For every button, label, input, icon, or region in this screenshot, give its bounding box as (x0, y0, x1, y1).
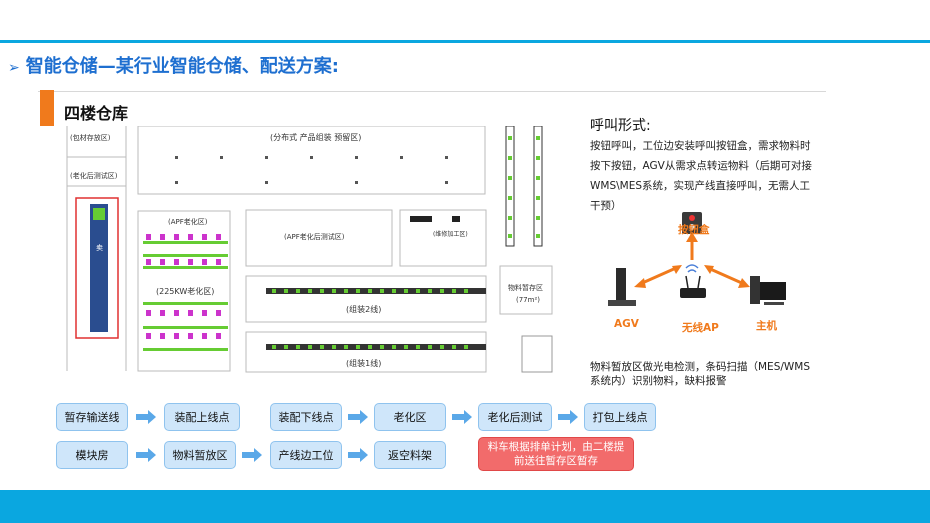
section-title: 四楼仓库 (64, 104, 129, 123)
zone-material-label: (包材存放区) (70, 133, 111, 142)
flow-note-line2: 前送往暂存区暂存 (514, 455, 598, 467)
zone-aging-test-left-label: (老化后测试区) (70, 171, 118, 180)
call-description: 按钮呼叫，工位边安装呼叫按钮盒，需求物料时按下按钮，AGV从需求点转运物料（后期… (590, 140, 812, 212)
flow-step-aging-test: 老化后测试 (478, 403, 552, 431)
bottom-band (0, 490, 930, 523)
flow-arrow-icon (558, 410, 578, 424)
device-host-label: 主机 (756, 320, 777, 332)
flow-step-module-room: 模块房 (56, 441, 128, 469)
zone-area-label: (77m²) (516, 296, 540, 304)
zone-apf-test-label: (APF老化后测试区) (284, 232, 345, 241)
flow-step-temp-conveyor: 暂存输送线 (56, 403, 128, 431)
zone-225kw-label: (225KW老化区) (156, 286, 214, 296)
slide-title: ➢ 智能仓储—某行业智能仓储、配送方案: (8, 52, 339, 78)
flow-note-line1: 料车根据排单计划，由二楼提 (487, 441, 625, 453)
title-underline (38, 91, 826, 92)
floor-plan: (包材存放区) (老化后测试区) 卖 (分布式 产品组装 预留区) (APF老化… (40, 126, 580, 376)
zone-material-temp-label: 物料暂存区 (508, 283, 543, 292)
detection-note: 物料暂放区做光电检测，条码扫描（MES/WMS系统内）识别物料，缺料报警 (590, 361, 811, 387)
device-button-box-label: 按钮盒 (678, 224, 710, 236)
bullet-arrow-icon: ➢ (8, 60, 20, 76)
line1-label: (组装1线) (346, 358, 381, 368)
line2-label: (组装2线) (346, 304, 381, 314)
top-rule (0, 40, 930, 43)
flow-step-return-rack: 返空料架 (374, 441, 446, 469)
wireless-ap-icon (680, 264, 706, 298)
flow-step-packing: 打包上线点 (584, 403, 656, 431)
zone-rework-label: (维修加工区) (433, 230, 468, 238)
floor-plan-drawing: (包材存放区) (老化后测试区) 卖 (分布式 产品组装 预留区) (APF老化… (66, 126, 553, 373)
button-box-icon (682, 212, 702, 234)
flow-arrow-icon (136, 410, 156, 424)
svg-text:卖: 卖 (96, 244, 103, 252)
agv-icon (608, 268, 636, 306)
flow-step-material-staging: 物料暂放区 (164, 441, 236, 469)
device-network-diagram (608, 212, 786, 306)
flow-step-assembly-online: 装配上线点 (164, 403, 240, 431)
flow-step-aging: 老化区 (374, 403, 446, 431)
flow-step-line-station: 产线边工位 (270, 441, 342, 469)
flow-step-assembly-offline: 装配下线点 (270, 403, 342, 431)
flow-note-red: 料车根据排单计划，由二楼提 前送往暂存区暂存 (478, 437, 634, 471)
flow-arrow-icon (136, 448, 156, 462)
zone-apf-aging-label: (APF老化区) (168, 217, 208, 226)
flow-arrow-icon (242, 448, 262, 462)
host-computer-icon (750, 276, 786, 305)
flow-arrow-icon (348, 448, 368, 462)
flow-arrow-icon (452, 410, 472, 424)
call-title: 呼叫形式: (590, 118, 651, 134)
zone-distributed-label: (分布式 产品组装 预留区) (270, 132, 361, 142)
flow-arrow-icon (348, 410, 368, 424)
slide-title-text: 智能仓储—某行业智能仓储、配送方案: (25, 56, 339, 77)
section-accent-bar (40, 90, 54, 126)
device-ap-label: 无线AP (682, 322, 719, 334)
device-agv-label: AGV (614, 318, 639, 330)
